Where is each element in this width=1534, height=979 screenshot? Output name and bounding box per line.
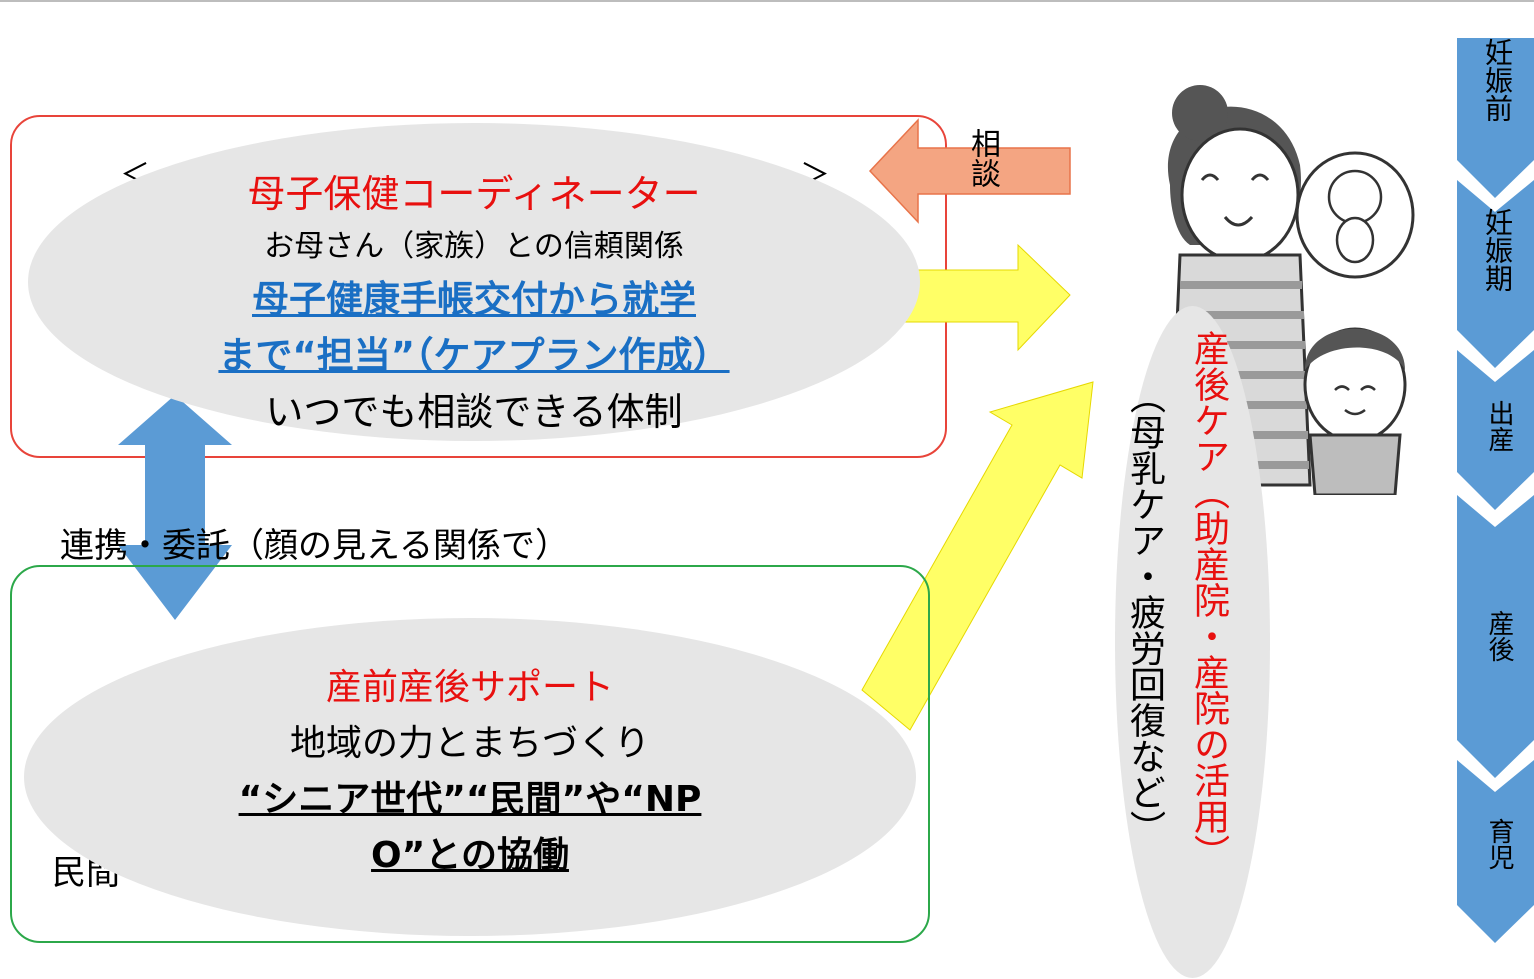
link-double-arrow (118, 395, 232, 620)
top-divider (0, 0, 1534, 2)
mother-face (1180, 127, 1300, 263)
stage-chevron-5 (1457, 760, 1534, 943)
coordinator-consult-system: いつでも相談できる体制 (265, 390, 683, 434)
support-collab-line2: O”との協働 (371, 835, 569, 876)
support-title: 産前産後サポート (325, 667, 614, 708)
postpartum-title: 産後ケア（助産院・産院の活用） (1188, 330, 1229, 870)
stage-chevron-1 (1457, 38, 1534, 198)
link-label: 連携・委託（顔の見える関係で） (60, 526, 569, 566)
coordinator-trust: お母さん（家族）との信頼関係 (264, 229, 684, 264)
postpartum-note: （母乳ケア・疲労回復など） (1124, 378, 1165, 846)
support-arrow-diagonal (861, 381, 1094, 731)
arrow-layer (118, 118, 1094, 731)
consult-arrow (868, 118, 1071, 224)
stage-chevron-4 (1457, 495, 1534, 778)
postpartum-ellipse (1115, 306, 1270, 978)
consult-label: 相談 (965, 128, 1000, 188)
stage-label-childcare: 育児 (1484, 818, 1514, 870)
support-ellipse: 産前産後サポート 地域の力とまちづくり “シニア世代”“民間”や“NP O”との… (24, 618, 916, 936)
stage-chevron-2 (1457, 180, 1534, 368)
mother-hair-bun (1172, 85, 1228, 141)
stage-label-birth: 出産 (1484, 400, 1514, 452)
support-collab-line1: “シニア世代”“民間”や“NP (238, 779, 702, 820)
stage-label-pre-pregnancy: 妊娠前 (1481, 38, 1514, 122)
support-box (10, 565, 930, 943)
coordinator-title: 母子保健コーディネーター (247, 172, 701, 216)
support-arrow-right (899, 243, 1071, 352)
stage-chevron-3 (1457, 350, 1534, 510)
coordinator-ellipse: 母子保健コーディネーター お母さん（家族）との信頼関係 母子健康手帳交付から就学… (28, 123, 920, 441)
support-community: 地域の力とまちづくり (289, 723, 650, 764)
stage-label-pregnancy: 妊娠期 (1481, 208, 1514, 292)
coordinator-handbook-link: 母子健康手帳交付から就学 (252, 278, 696, 321)
stage-label-postpartum: 産後 (1484, 610, 1514, 662)
coordinator-careplan-link: まで“担当”（ケアプラン作成） (218, 334, 730, 377)
stage-sidebar (1457, 38, 1534, 943)
